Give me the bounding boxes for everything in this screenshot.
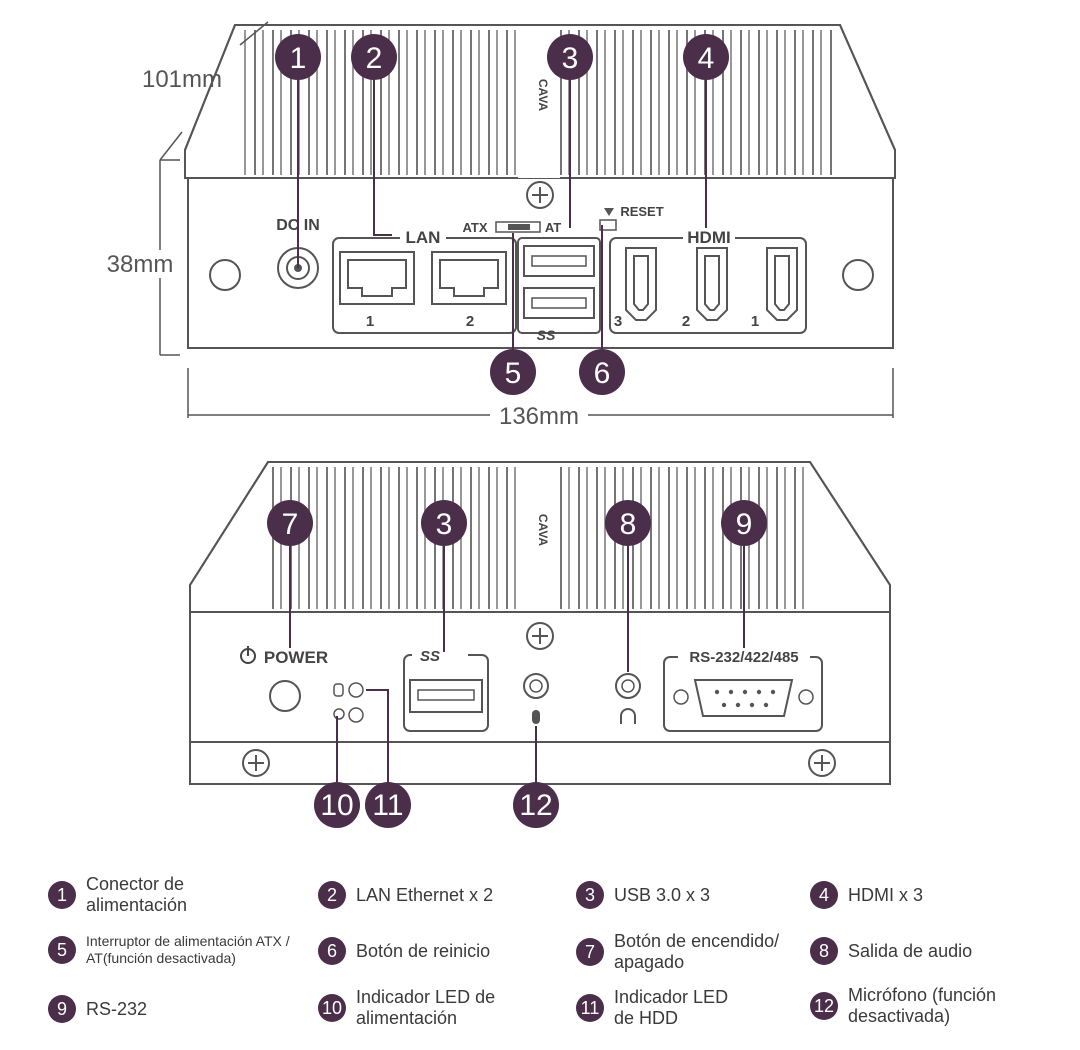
lan-label: LAN	[406, 228, 441, 247]
hdmi-label: HDMI	[687, 228, 730, 247]
legend-item: 9 RS-232	[48, 995, 298, 1023]
db9-connector	[693, 679, 794, 717]
callout-label: 9	[736, 508, 753, 541]
device-diagram: CAVA DC IN LAN 1 2 ATX AT SS RESE	[107, 21, 896, 828]
hdmi-port-3-label: 3	[614, 313, 622, 330]
legend-badge: 8	[810, 937, 838, 965]
callout-badge	[579, 349, 625, 395]
callout-badge	[275, 34, 321, 80]
hdmi-ports	[625, 247, 798, 321]
callout-badge	[421, 500, 467, 546]
hdmi-port-2-label: 2	[682, 313, 690, 330]
power-button	[269, 680, 301, 712]
legend-item: 2 LAN Ethernet x 2	[318, 881, 568, 909]
callout-badge	[721, 500, 767, 546]
legend-badge: 11	[576, 994, 604, 1022]
legend-text: Indicador LED de HDD	[614, 987, 729, 1028]
callout-badge	[314, 782, 360, 828]
legend-badge: 2	[318, 881, 346, 909]
legend-item: 7 Botón de encendido/ apagado	[576, 931, 816, 973]
dimension-lines	[159, 21, 894, 418]
hdmi-port-1-label: 1	[751, 313, 759, 330]
legend-item: 5 Interruptor de alimentación ATX / AT(f…	[48, 933, 318, 967]
audio-jack	[615, 673, 641, 699]
legend-item: 6 Botón de reinicio	[318, 937, 568, 965]
reset-label: RESET	[620, 204, 663, 219]
legend-text: Salida de audio	[848, 940, 973, 961]
power-led	[348, 707, 364, 723]
lan-port-2-label: 2	[466, 313, 474, 330]
legend-item: 4 HDMI x 3	[810, 881, 1050, 909]
usb-port-rear	[409, 679, 483, 713]
callouts: 1 2 3 4 5 6 7 3 8 9 10 11 12	[267, 34, 767, 828]
hdd-led	[348, 682, 364, 698]
legend-text: RS-232	[86, 998, 148, 1019]
dimension-width: 136mm	[499, 403, 579, 430]
legend-item: 11 Indicador LED de HDD	[576, 987, 806, 1029]
callout-badge	[365, 782, 411, 828]
callout-label: 2	[366, 42, 383, 75]
callout-leaders	[289, 75, 745, 785]
dimension-depth: 101mm	[142, 66, 222, 93]
svg-text:CAVA: CAVA	[536, 514, 550, 547]
callout-badge	[267, 500, 313, 546]
legend-item: 12 Micrófono (función desactivada)	[810, 985, 1060, 1027]
callout-badge	[351, 34, 397, 80]
dimension-height: 38mm	[107, 251, 174, 278]
callout-label: 1	[290, 42, 307, 75]
legend-text: Botón de encendido/ apagado	[614, 931, 780, 972]
legend-text: HDMI x 3	[848, 884, 924, 905]
legend-badge: 12	[810, 992, 838, 1020]
legend-badge: 5	[48, 936, 76, 964]
callout-label: 3	[562, 42, 579, 75]
callout-badge	[605, 500, 651, 546]
legend-item: 3 USB 3.0 x 3	[576, 881, 796, 909]
callout-badge	[547, 34, 593, 80]
svg-text:CAVA: CAVA	[536, 79, 550, 112]
callout-label: 4	[698, 42, 715, 75]
callout-badge	[513, 782, 559, 828]
lan-port-1-label: 1	[366, 313, 374, 330]
legend-text: USB 3.0 x 3	[614, 884, 711, 905]
callout-label: 6	[594, 357, 611, 390]
usb-port-front-2	[523, 287, 595, 319]
legend-item: 8 Salida de audio	[810, 937, 1050, 965]
callout-label: 5	[505, 357, 522, 390]
legend-item: 1 Conector de alimentación	[48, 874, 298, 916]
callout-label: 11	[372, 789, 403, 822]
legend-text: Botón de reinicio	[356, 940, 491, 961]
ss-logo-front: SS	[537, 327, 556, 343]
rear-device: CAVA POWER SS RS-232/42	[189, 461, 891, 785]
legend-text: Conector de alimentación	[86, 874, 188, 915]
usb-port-front-1	[523, 245, 595, 277]
at-label: AT	[545, 220, 561, 235]
rs-label: RS-232/422/485	[689, 649, 798, 666]
legend-text: Micrófono (función desactivada)	[848, 985, 997, 1026]
legend-text: LAN Ethernet x 2	[356, 884, 494, 905]
callout-label: 10	[320, 789, 353, 822]
legend-badge: 7	[576, 938, 604, 966]
callout-label: 3	[436, 508, 453, 541]
legend-badge: 10	[318, 994, 346, 1022]
legend-badge: 9	[48, 995, 76, 1023]
power-label: POWER	[264, 648, 328, 667]
callout-label: 8	[620, 508, 637, 541]
atx-label: ATX	[462, 220, 487, 235]
callout-label: 12	[519, 789, 552, 822]
legend-badge: 6	[318, 937, 346, 965]
legend-badge: 4	[810, 881, 838, 909]
callout-badge	[683, 34, 729, 80]
legend-item: 10 Indicador LED de alimentación	[318, 987, 568, 1029]
callout-badge	[490, 349, 536, 395]
mic-jack	[523, 673, 549, 699]
legend-text: Indicador LED de alimentación	[356, 987, 496, 1028]
callout-label: 7	[282, 508, 299, 541]
ss-logo-rear: SS	[420, 648, 440, 665]
legend-badge: 3	[576, 881, 604, 909]
legend-badge: 1	[48, 881, 76, 909]
legend-text: Interruptor de alimentación ATX / AT(fun…	[86, 933, 290, 966]
